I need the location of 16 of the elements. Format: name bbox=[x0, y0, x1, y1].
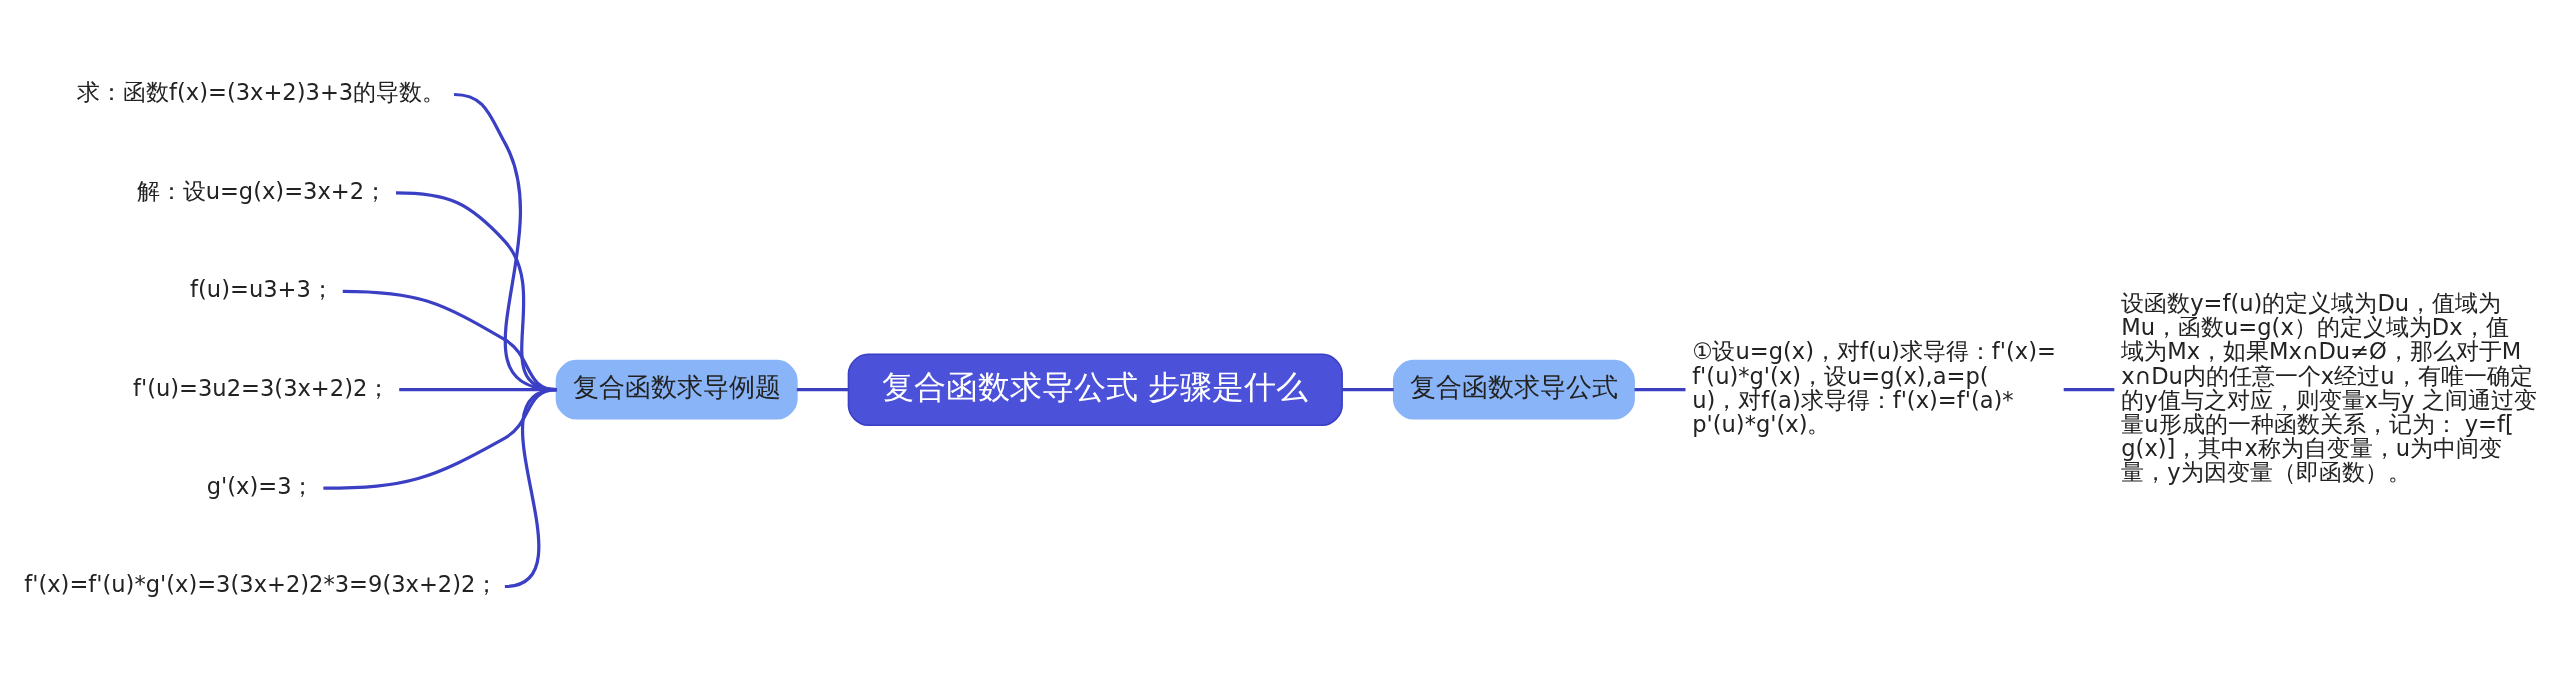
node-box: 复合函数求导公式 bbox=[1392, 359, 1635, 420]
node-text: f(u)=u3+3； bbox=[190, 276, 334, 303]
node-box: 复合函数求导公式 步骤是什么 bbox=[847, 353, 1343, 426]
node-text: 解：设u=g(x)=3x+2； bbox=[136, 177, 388, 204]
connector bbox=[1342, 388, 1394, 392]
node-text: g'(x)=3； bbox=[206, 473, 315, 500]
connector bbox=[796, 388, 849, 392]
connector bbox=[1634, 388, 1686, 392]
node-text: 求：函数f(x)=(3x+2)3+3的导数。 bbox=[77, 79, 446, 106]
node-box: 复合函数求导例题 bbox=[555, 359, 798, 420]
node-text: f'(x)=f'(u)*g'(x)=3(3x+2)2*3=9(3x+2)2； bbox=[24, 571, 499, 598]
connector bbox=[2063, 388, 2115, 392]
connector bbox=[504, 388, 557, 589]
node-text: ①设u=g(x)，对f(u)求导得：f'(x)=f'(u)*g'(x)，设u=g(x),a=p(u)，对f(a)求导得：f'(x)=f'(a)*p'(u)*g'(x)。 bbox=[1692, 338, 2056, 437]
node-text: f'(u)=3u2=3(3x+2)2； bbox=[133, 374, 391, 401]
node-text: 设函数y=f(u)的定义域为Du，值域为Mu，函数u=g(x）的定义域为Dx，值域为Mx，如果Mx∩Du≠Ø，那么对于Mx∩Du内的任意一个x经过u，有唯一确定的y值与之对应，则变量x与y 之间通过变量u形成的一种函数关系，记为： y=f[g(x)]，其中x称为自变量，u为中间变量，y为因变量（即函数）。 bbox=[2121, 289, 2537, 486]
